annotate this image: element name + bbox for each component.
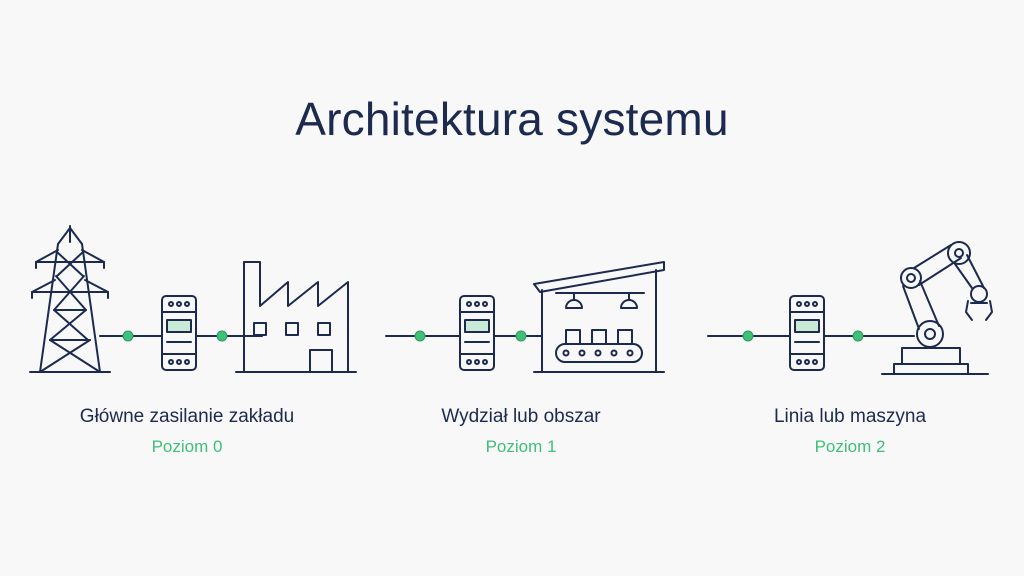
connection-dot (122, 330, 134, 342)
level-badge-0: Poziom 0 (151, 437, 223, 456)
energy-meter-icon (789, 295, 825, 371)
factory-icon (235, 261, 357, 373)
section-label-department: Wydział lub obszar (441, 406, 601, 427)
level-badge-1: Poziom 1 (485, 437, 557, 456)
section-label-line-machine: Linia lub maszyna (773, 406, 927, 427)
connection-dot (216, 330, 228, 342)
page-title: Architektura systemu (295, 93, 729, 145)
energy-meter-icon (161, 295, 197, 371)
robotic-arm-icon (881, 241, 993, 375)
connection-dot (414, 330, 426, 342)
energy-meter-icon (459, 295, 495, 371)
connection-dot (852, 330, 864, 342)
connection-dot (515, 330, 527, 342)
connection-dot (742, 330, 754, 342)
level-badge-2: Poziom 2 (814, 437, 886, 456)
power-pylon-icon (29, 225, 111, 373)
section-label-main-power: Główne zasilanie zakładu (79, 406, 295, 427)
production-hall-icon (533, 261, 665, 373)
